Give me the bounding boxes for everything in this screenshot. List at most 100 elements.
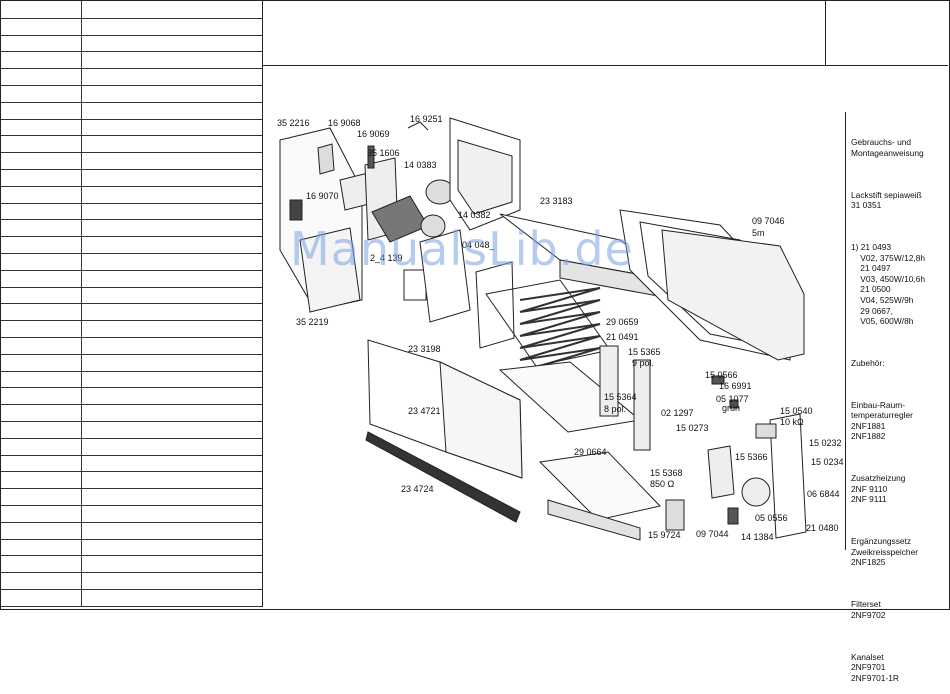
notes-column [845,112,950,550]
parts-list-row [1,34,262,53]
part-number-label: 21 0480 [806,523,839,533]
parts-list-row [1,454,262,473]
floor-plate-part [538,451,661,521]
parts-list-row [1,505,262,523]
watermark: ManualsLib.de [290,222,634,276]
part-number-label: 23 4724 [401,484,434,494]
parts-list-row [1,269,262,288]
bottom-grill-part [365,431,521,523]
rear-housing-inner [457,139,513,215]
parts-list-cell [1,286,82,304]
parts-list-row [1,521,262,540]
part-number-label: 15 5366 [735,452,768,462]
part-number-label: 15 0273 [676,423,709,433]
parts-list-cell [1,135,82,153]
title-block-corner-cell [825,1,948,65]
bracket-lower-part [707,445,735,499]
parts-list-row [1,370,262,389]
note-heating-elements: 1) 21 0493 V02, 375W/12,8h 21 0497 V03, … [851,241,926,327]
parts-list-row [1,169,262,187]
part-number-label: 29 0664 [574,447,607,457]
parts-list-row [1,135,262,154]
part-number-label: 16 6991 [719,381,752,391]
note-accessories-heading: Zubehör: [851,357,885,368]
parts-list-cell [1,337,82,354]
part-number-label: 15 0566 [705,370,738,380]
parts-list-cell [1,185,82,203]
part-number-label: grün [722,403,740,413]
part-number-label: 15 0234 [811,457,844,467]
parts-list-cell [1,589,82,606]
part-number-label: 02 1297 [661,408,694,418]
part-number-label: 09 7046 [752,216,785,226]
parts-list-cell [1,51,82,69]
parts-list-row [1,1,262,19]
parts-list-cell [1,202,82,220]
parts-list-row [1,286,262,305]
parts-list-row [1,437,262,456]
note-duct-set: Kanalset 2NF9701 2NF9701-1R [851,651,899,683]
parts-list-row [1,320,262,338]
part-number-label: 15 5368 [650,468,683,478]
part-number-label: 15 0540 [780,406,813,416]
note-supplement-set: Ergänzungssetz Zweikreisspeicher 2NF1825 [851,536,919,568]
part-number-label: 04 048_ [462,240,496,250]
part-number-label: 850 Ω [650,479,675,489]
parts-list-cell [1,34,82,52]
note-additional-heating: Zusatzheizung 2NF 9110 2NF 9111 [851,473,906,505]
parts-list-row [1,337,262,355]
parts-list-row [1,387,262,406]
parts-list-cell [1,219,82,237]
parts-list-row [1,471,262,490]
parts-list-cell [1,253,82,270]
note-manual: Gebrauchs- und Montageanweisung [851,137,924,158]
part-number-label: 05 1077 [716,394,749,404]
spring-part [367,145,375,169]
parts-list-row [1,404,262,422]
parts-list-table [1,1,263,607]
fan-part [420,214,446,238]
sensor-part [729,399,739,409]
part-number-label: 14 1384 [741,532,774,542]
fuse-holder-part [665,499,685,531]
parts-list-cell [1,236,82,253]
parts-list-cell [1,505,82,522]
parts-list-cell [1,85,82,102]
parts-list-row [1,538,262,557]
part-number-label: 21 0491 [606,332,639,342]
parts-list-cell [1,488,82,505]
panel-vent [289,199,303,221]
front-cover-side [439,361,523,479]
inner-panel-part [299,227,361,313]
part-number-label: 23 4721 [408,406,441,416]
parts-list-cell [1,68,82,85]
parts-list-cell [1,353,82,371]
parts-list-row [1,589,262,607]
regulator-part [755,423,777,439]
parts-list-cell [1,521,82,539]
parts-list-cell [1,454,82,472]
insulation-panel-2 [475,261,515,349]
parts-list-cell [1,320,82,337]
parts-list-row [1,152,262,170]
parts-list-row [1,421,262,439]
parts-list-cell [1,101,82,119]
part-number-label: 35 1606 [367,148,400,158]
note-room-thermostat: Einbau-Raum- temperaturregler 2NF1881 2N… [851,399,913,442]
parts-list-cell [1,1,82,18]
notes-text: Gebrauchs- und Montageanweisung Lackstif… [851,116,949,694]
parts-list-cell [1,118,82,136]
parts-list-cell [1,404,82,421]
parts-list-cell [1,303,82,321]
part-number-label: 35 2216 [277,118,310,128]
part-number-label: 16 9068 [328,118,361,128]
part-number-label: 35 2219 [296,317,329,327]
thermostat-knob-part [741,477,771,507]
bracket-part [317,143,335,175]
parts-list-cell [1,555,82,573]
parts-list-row [1,118,262,137]
parts-list-cell [1,471,82,489]
part-number-label: 23 3198 [408,344,441,354]
part-number-label: 8 pol. [604,404,626,414]
